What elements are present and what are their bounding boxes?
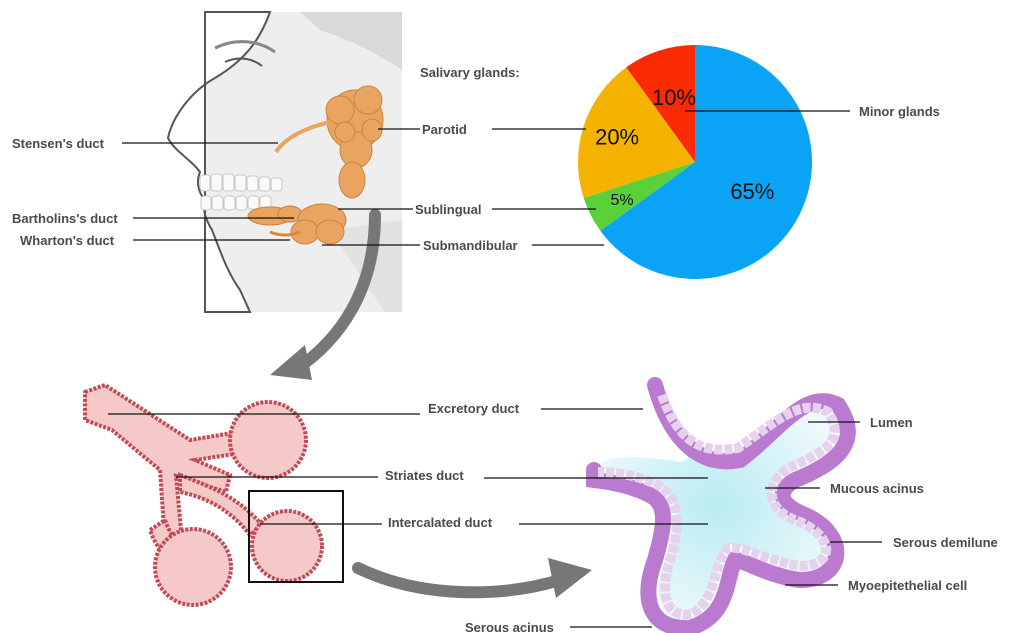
excretory-duct: [85, 385, 250, 542]
label-parotid: Parotid: [422, 122, 467, 137]
chart-title: Salivary glands:: [420, 65, 520, 80]
label-minor-glands: Minor glands: [859, 104, 940, 119]
label-whartons-duct: Wharton's duct: [20, 233, 115, 248]
label-striates-duct: Striates duct: [385, 468, 464, 483]
curved-arrow-bottom: [358, 558, 592, 598]
label-excretory-duct: Excretory duct: [428, 401, 520, 416]
label-myoepithelial-cell: Myoepitethelial cell: [848, 578, 967, 593]
pie-chart: 65% 5% 20% 10%: [578, 45, 812, 279]
acinus-middle: [252, 511, 322, 581]
duct-system: [85, 385, 343, 605]
pie-label-parotid: 10%: [652, 85, 696, 110]
label-lumen: Lumen: [870, 415, 913, 430]
label-serous-acinus: Serous acinus: [465, 620, 554, 633]
label-mucous-acinus: Mucous acinus: [830, 481, 924, 496]
label-stensens-duct: Stensen's duct: [12, 136, 105, 151]
pie-label-submandibular: 20%: [595, 124, 639, 149]
pie-label-sublingual: 5%: [610, 192, 633, 209]
pie-label-minor-glands: 65%: [730, 179, 774, 204]
label-intercalated-duct: Intercalated duct: [388, 515, 493, 530]
label-sublingual: Sublingual: [415, 202, 481, 217]
label-bartholins-duct: Bartholins's duct: [12, 211, 118, 226]
label-serous-demilune: Serous demilune: [893, 535, 998, 550]
acinus-bottom: [155, 529, 231, 605]
label-submandibular: Submandibular: [423, 238, 518, 253]
